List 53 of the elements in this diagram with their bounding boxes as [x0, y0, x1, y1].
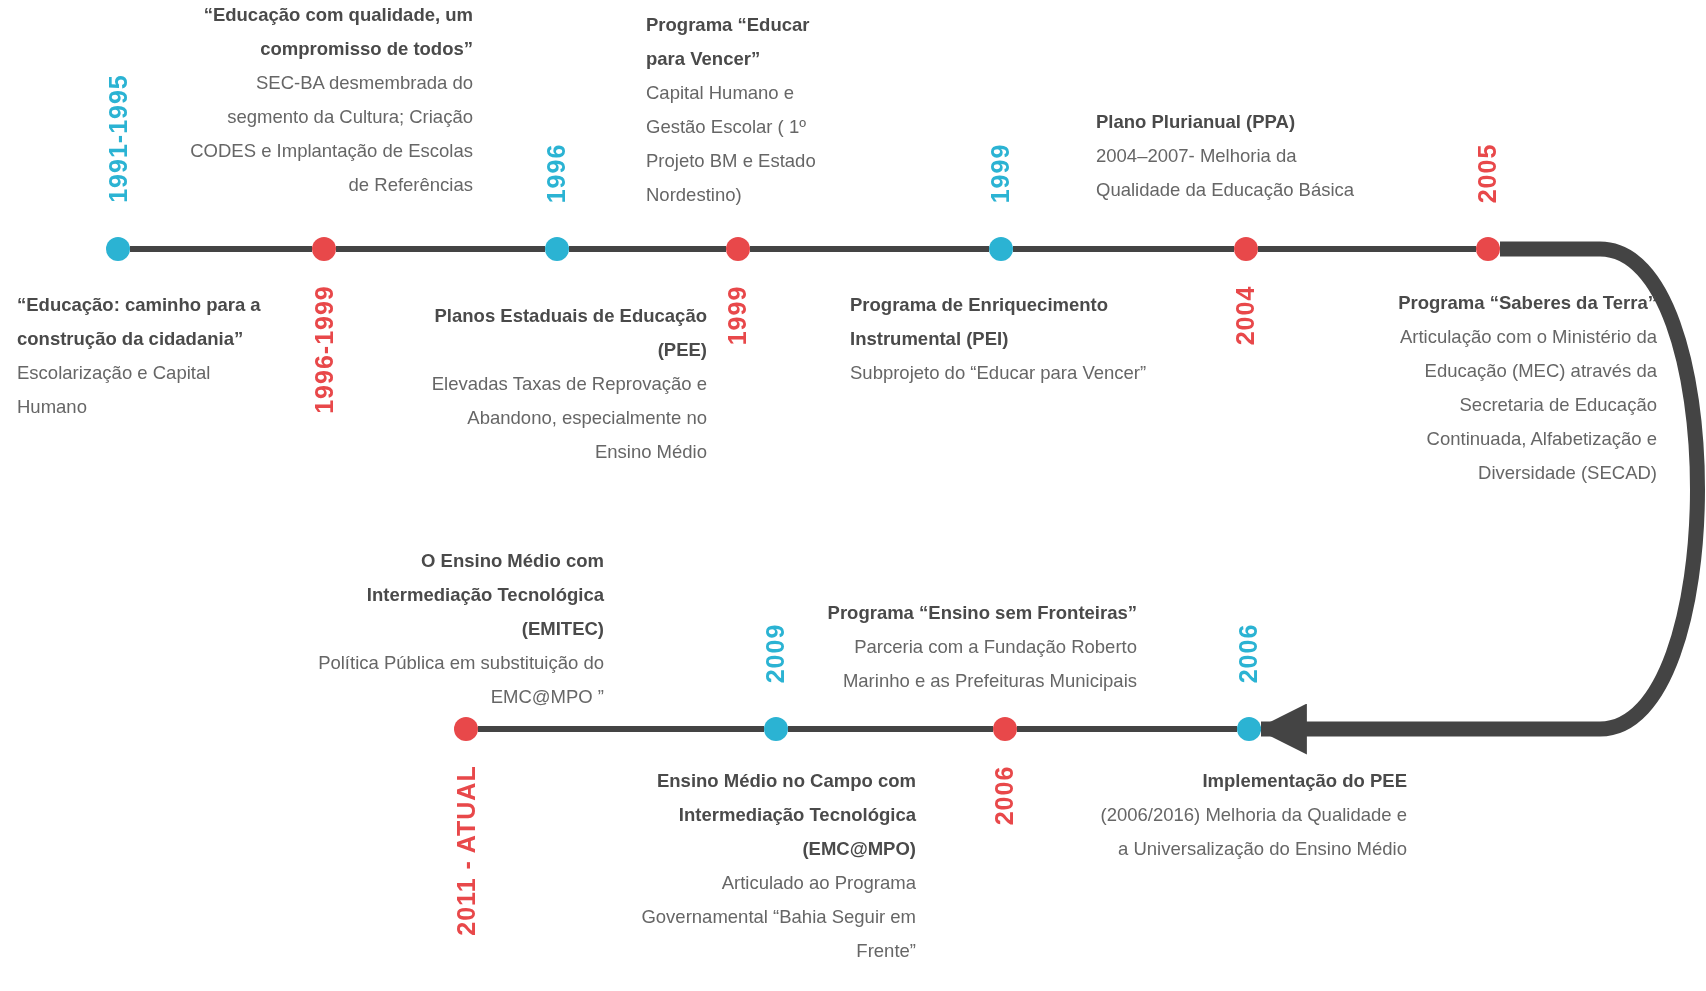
event-description: (2006/2016) Melhoria da Qualidade e a Universalização do Ensino Médio — [1099, 803, 1407, 861]
event-description: Parceria com a Fundação Roberto Marinho e as Prefeituras Municipais — [841, 635, 1137, 693]
event-heading: Programa “Ensino sem Fronteiras” — [827, 601, 1137, 625]
timeline-line — [788, 726, 993, 732]
year-label: 2009 — [761, 623, 791, 683]
event-description: Articulado ao Programa Governamental “Bahia Seguir em Frente” — [640, 871, 916, 963]
timeline-dot — [454, 717, 478, 741]
event-description: Articulação com o Ministério da Educação (MEC) através da Secretaria de Educação Continuada, Alfabetização e Diversidade (SECAD) — [1398, 325, 1657, 485]
year-label: 2005 — [1473, 143, 1503, 203]
year-label: 1999 — [723, 285, 753, 345]
year-label: 2006 — [1234, 623, 1264, 683]
timeline-dot — [1234, 237, 1258, 261]
timeline-line — [336, 246, 545, 252]
timeline-line — [1013, 246, 1234, 252]
timeline-dot — [764, 717, 788, 741]
event-heading: Programa “Educar para Vencer” — [646, 13, 811, 71]
event-description: SEC-BA desmembrada do segmento da Cultura; Criação CODES e Implantação de Escolas de Referências — [189, 71, 473, 197]
timeline-line — [130, 246, 312, 252]
year-label: 1996-1999 — [309, 285, 339, 414]
timeline-line — [569, 246, 726, 252]
timeline-dot — [1237, 717, 1261, 741]
event-heading: Programa de Enriquecimento Instrumental (PEI) — [850, 293, 1110, 351]
year-label: 2004 — [1231, 285, 1261, 345]
event-description: 2004–2007- Melhoria da Qualidade da Educação Básica — [1096, 144, 1356, 202]
event-description: Escolarização e Capital Humano — [17, 361, 212, 419]
timeline-dot — [312, 237, 336, 261]
timeline-dot — [545, 237, 569, 261]
event-description: Subprojeto do “Educar para Vencer” — [850, 361, 1148, 385]
event-heading: “Educação: caminho para a construção da cidadania” — [17, 293, 262, 351]
year-label: 2006 — [990, 765, 1020, 825]
event-heading: Programa “Saberes da Terra” — [1397, 291, 1657, 315]
timeline-line — [478, 726, 764, 732]
timeline-dot — [106, 237, 130, 261]
event-description: Elevadas Taxas de Reprovação e Abandono, especialmente no Ensino Médio — [430, 372, 707, 464]
event-description: Capital Humano e Gestão Escolar ( 1º Projeto BM e Estado Nordestino) — [646, 81, 817, 207]
timeline-line — [1017, 726, 1237, 732]
event-heading: Ensino Médio no Campo com Intermediação Tecnológica (EMC@MPO) — [656, 769, 916, 861]
event-heading: Implementação do PEE — [1201, 769, 1407, 793]
timeline-dot — [726, 237, 750, 261]
timeline-dot — [993, 717, 1017, 741]
year-label: 1999 — [986, 143, 1016, 203]
timeline-dot — [1476, 237, 1500, 261]
event-heading: O Ensino Médio com Intermediação Tecnológica (EMITEC) — [365, 549, 604, 641]
event-heading: Plano Plurianual (PPA) — [1096, 110, 1297, 134]
timeline-line — [750, 246, 989, 252]
year-label: 1991-1995 — [103, 74, 133, 203]
event-description: Política Pública em substituição do EMC@MPO ” — [317, 651, 604, 709]
year-label: 2011 - ATUAL — [451, 764, 481, 936]
timeline-dot — [989, 237, 1013, 261]
event-heading: “Educação com qualidade, um compromisso de todos” — [202, 3, 473, 61]
event-heading: Planos Estaduais de Educação (PEE) — [433, 304, 707, 362]
year-label: 1996 — [542, 143, 572, 203]
timeline-line — [1258, 246, 1476, 252]
